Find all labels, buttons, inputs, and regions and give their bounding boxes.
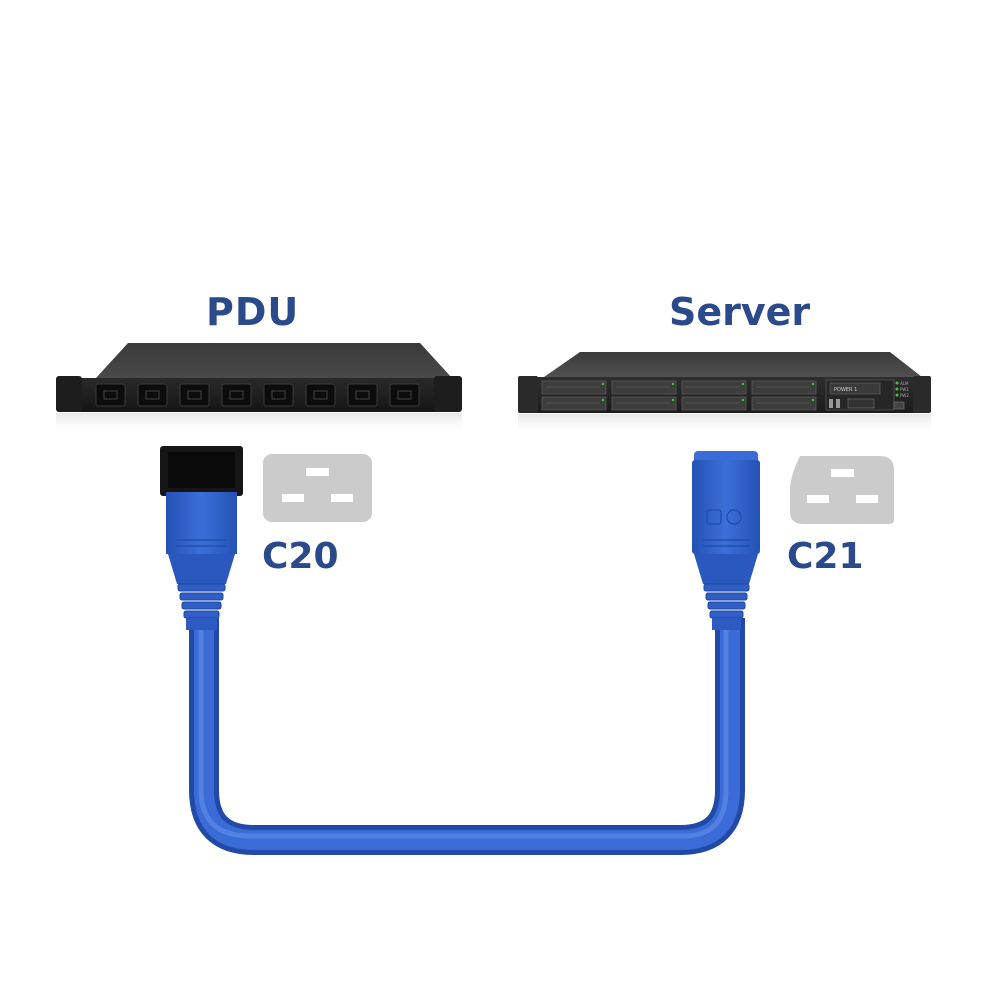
c20-connector-icon [263, 454, 372, 522]
pdu-outlet [347, 383, 378, 407]
pdu-outlet [263, 383, 294, 407]
pdu-device [56, 343, 462, 435]
pdu-outlet [137, 383, 168, 407]
c21-plug [692, 451, 760, 630]
pdu-outlet [389, 383, 420, 407]
server-indicator-label: PW1 [900, 387, 909, 392]
c21-connector-icon [790, 456, 894, 524]
server-panel-display [829, 382, 881, 395]
c21-label: C21 [787, 536, 864, 577]
c20-label: C20 [262, 536, 339, 577]
server-title: Server [669, 290, 811, 334]
pdu-outlet [95, 383, 126, 407]
power-cable [189, 618, 745, 855]
pdu-outlet [305, 383, 336, 407]
server-panel-text: POWER 1 [834, 387, 857, 393]
server-indicator-leds: ALM PW1 PW2 [895, 381, 909, 398]
c20-plug [160, 446, 243, 630]
pdu-title: PDU [206, 290, 300, 334]
pdu-outlet [179, 383, 210, 407]
pdu-outlets [95, 383, 420, 407]
server-device: POWER 1 ALM PW1 PW2 [518, 352, 931, 436]
server-drive-bays [541, 380, 817, 411]
server-indicator-label: PW2 [900, 393, 909, 398]
pdu-outlet [221, 383, 252, 407]
server-indicator-label: ALM [900, 381, 909, 386]
